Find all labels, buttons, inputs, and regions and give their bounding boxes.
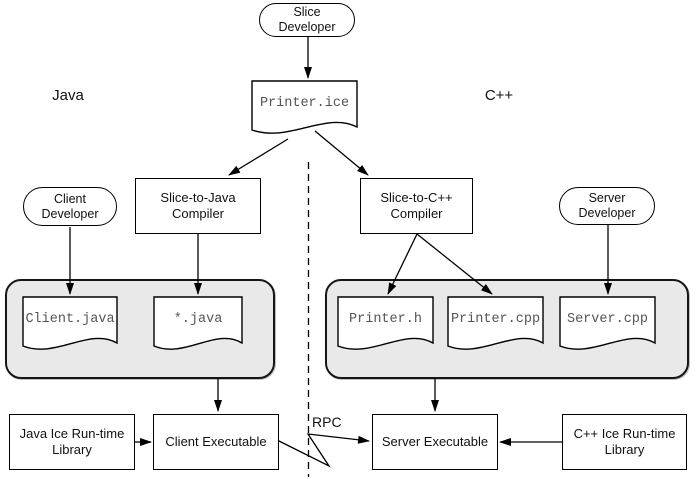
rpc-zigzag-connector	[276, 433, 370, 468]
server-cpp-document-shape	[559, 296, 656, 350]
server-developer-node: Server Developer	[559, 187, 655, 225]
arrow-printer-ice-to-cpp-compiler	[314, 130, 369, 176]
printer-h-document-shape	[337, 296, 434, 350]
server-cpp-document-label: Server.cpp	[566, 311, 648, 327]
printer-ice-document-shape	[251, 80, 358, 134]
arrow-cpp-compiler-to-printer-h	[387, 233, 418, 295]
slice-developer-node: Slice Developer	[259, 3, 355, 37]
client-java-document-shape	[22, 296, 118, 350]
printer-h-document-label: Printer.h	[349, 311, 422, 327]
printer-cpp-document-shape	[447, 296, 544, 350]
java-runtime-library-node: Java Ice Run-time Library	[9, 414, 135, 470]
java-section-label: Java	[52, 87, 84, 104]
arrow-cpp-compiler-to-printer-cpp	[416, 233, 493, 295]
printer-cpp-document-label: Printer.cpp	[450, 311, 541, 327]
cpp-section-label: C++	[484, 87, 514, 104]
printer-ice-document-label: Printer.ice	[259, 95, 350, 111]
client-executable-node: Client Executable	[153, 414, 279, 470]
server-executable-node: Server Executable	[372, 414, 498, 470]
slice-to-java-compiler-node: Slice-to-Java Compiler	[135, 178, 261, 234]
client-developer-node: Client Developer	[23, 187, 117, 226]
rpc-label: RPC	[312, 414, 342, 430]
slice-to-cpp-compiler-node: Slice-to-C++ Compiler	[360, 178, 473, 234]
generated-java-document-label: *.java	[173, 311, 223, 327]
cpp-runtime-library-node: C++ Ice Run-time Library	[562, 414, 687, 470]
client-java-document-label: Client.java	[25, 311, 115, 327]
generated-java-document-shape	[153, 296, 243, 350]
arrow-printer-ice-to-java-compiler	[228, 138, 289, 176]
